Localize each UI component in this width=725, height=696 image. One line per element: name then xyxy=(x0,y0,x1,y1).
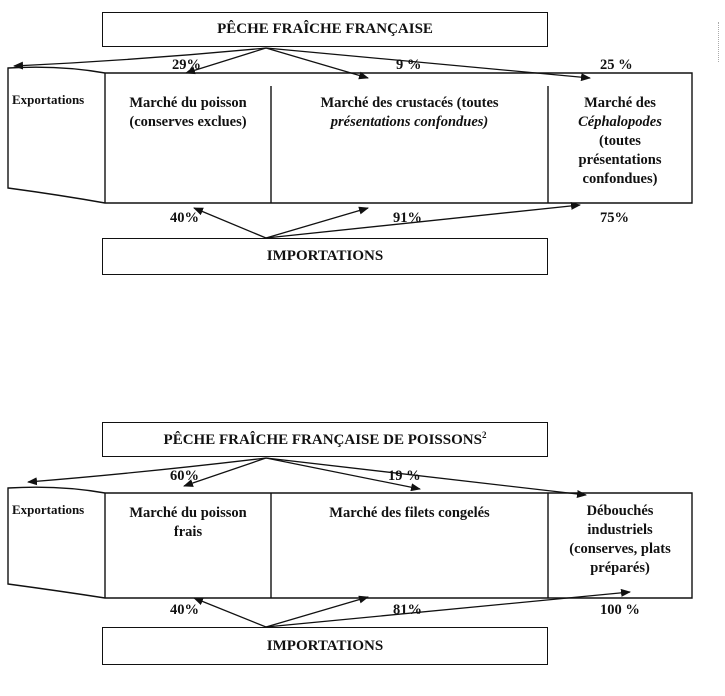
imports-box: IMPORTATIONS xyxy=(102,627,548,665)
market-frozen-fillets-line1: Marché des filets congelés xyxy=(329,505,490,521)
market-industrial: Débouchés industriels (conserves, plats … xyxy=(550,502,690,578)
arrow-market-fresh-fish xyxy=(183,457,267,487)
source-title: PÊCHE FRAÎCHE FRANÇAISE xyxy=(217,21,433,37)
market-cephalopods-line1: Marché des xyxy=(584,95,656,111)
market-cephalopods-line4: présentations xyxy=(578,152,662,168)
domestic-pct-crustaceans: 9 % xyxy=(396,57,422,73)
import-pct-fresh-fish: 40% xyxy=(170,602,199,618)
market-fresh-fish: Marché du poisson frais xyxy=(107,504,269,542)
market-cephalopods-line2: Céphalopodes xyxy=(578,114,662,130)
import-pct-cephalopods: 75% xyxy=(600,210,629,226)
footnote-marker: 2 xyxy=(481,430,487,440)
market-cephalopods: Marché des Céphalopodes (toutes présenta… xyxy=(550,94,690,189)
arrow-market-fish xyxy=(185,47,267,75)
scan-artifact xyxy=(718,22,721,62)
source-title-box: PÊCHE FRAÎCHE FRANÇAISE DE POISSONS2 xyxy=(102,422,548,457)
import-pct-frozen-fillets: 81% xyxy=(393,602,422,618)
exports-label: Exportations xyxy=(12,502,85,517)
source-title-text: PÊCHE FRAÎCHE FRANÇAISE DE POISSONS xyxy=(163,432,482,448)
arrow-import-fresh-fish xyxy=(193,597,267,628)
arrow-market-cephalopods xyxy=(265,47,591,82)
market-fresh-fish-line2: frais xyxy=(173,524,203,540)
diagram-fresh-fish: PÊCHE FRAÎCHE FRANÇAISE DE POISSONS2 Exp… xyxy=(0,410,725,696)
market-cephalopods-line5: confondues) xyxy=(582,171,658,187)
imports-box: IMPORTATIONS xyxy=(102,238,548,275)
market-industrial-line2: industriels xyxy=(587,522,653,538)
arrow-import-cephalopods xyxy=(265,201,581,239)
market-frozen-fillets: Marché des filets congelés xyxy=(273,504,546,523)
market-industrial-line1: Débouchés xyxy=(586,503,654,519)
import-pct-fish: 40% xyxy=(170,210,199,226)
market-industrial-line4: préparés) xyxy=(590,560,650,576)
source-title-box: PÊCHE FRAÎCHE FRANÇAISE xyxy=(102,12,548,47)
diagram-fresh-fishing: PÊCHE FRAÎCHE FRANÇAISE Exportations Mar… xyxy=(0,0,725,300)
source-title: PÊCHE FRAÎCHE FRANÇAISE DE POISSONS2 xyxy=(164,430,487,449)
arrow-import-crustaceans xyxy=(265,206,369,239)
market-fish: Marché du poisson (conserves exclues) xyxy=(107,94,269,132)
domestic-pct-cephalopods: 25 % xyxy=(600,57,633,73)
markets-band-outline xyxy=(7,66,693,204)
market-crustaceans-line1: Marché des crustacés (toutes xyxy=(320,95,499,111)
imports-title: IMPORTATIONS xyxy=(266,248,384,264)
diagram1-lines xyxy=(7,47,693,239)
import-pct-crustaceans: 91% xyxy=(393,210,422,226)
market-industrial-line3: (conserves, plats xyxy=(569,541,671,557)
diagram2-lines xyxy=(7,457,693,628)
arrow-exports xyxy=(27,457,267,486)
arrow-market-industrial xyxy=(265,457,587,498)
market-crustaceans: Marché des crustacés (toutes présentatio… xyxy=(273,94,546,132)
imports-title: IMPORTATIONS xyxy=(266,637,384,654)
arrow-exports xyxy=(13,47,267,70)
domestic-pct-fresh-fish: 60% xyxy=(170,468,199,484)
arrow-market-crustaceans xyxy=(265,47,369,80)
markets-band-outline xyxy=(7,486,693,599)
arrow-import-industrial xyxy=(265,588,631,628)
market-fish-line2: (conserves exclues) xyxy=(129,114,247,130)
domestic-pct-fish: 29% xyxy=(172,57,201,73)
market-crustaceans-line2: présentations confondues) xyxy=(330,114,489,130)
domestic-pct-frozen-fillets: 19 % xyxy=(388,468,421,484)
arrow-market-frozen-fillets xyxy=(265,457,421,492)
market-cephalopods-line3: (toutes xyxy=(599,133,641,149)
arrow-import-frozen-fillets xyxy=(265,595,369,628)
market-fresh-fish-line1: Marché du poisson xyxy=(129,505,247,521)
arrow-import-fish xyxy=(193,207,267,239)
import-pct-industrial: 100 % xyxy=(600,602,640,618)
market-fish-line1: Marché du poisson xyxy=(129,95,247,111)
exports-label: Exportations xyxy=(12,92,85,107)
